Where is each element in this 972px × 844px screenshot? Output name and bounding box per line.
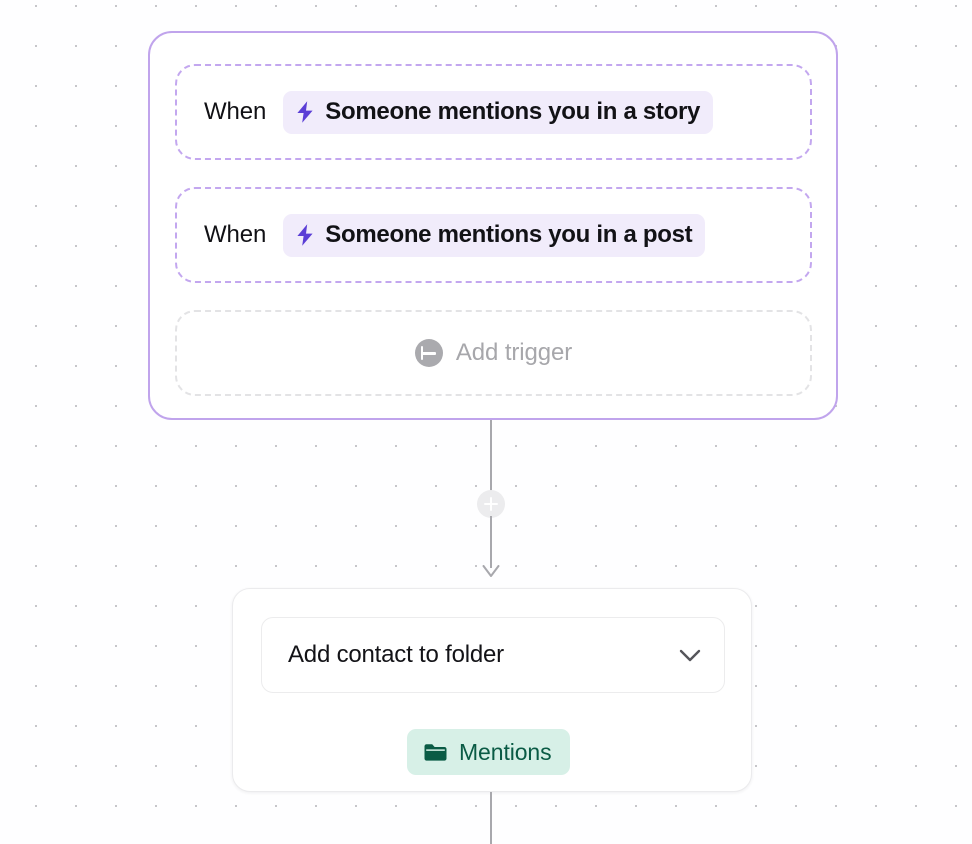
when-label: When — [204, 221, 267, 248]
connector-arrowhead-icon — [482, 565, 500, 577]
plus-circle-icon — [414, 339, 443, 367]
lightning-bolt-icon — [297, 223, 313, 246]
trigger-pill-story[interactable]: Someone mentions you in a story — [283, 90, 714, 134]
trigger-row-post[interactable]: When Someone mentions you in a post — [175, 187, 812, 283]
trigger-pill-label: Someone mentions you in a story — [325, 97, 701, 125]
chevron-down-icon[interactable] — [679, 649, 701, 662]
lightning-bolt-icon — [297, 100, 313, 123]
connector-line-bottom — [490, 792, 492, 844]
add-step-button[interactable] — [477, 490, 505, 518]
trigger-group: When Someone mentions you in a story Whe… — [148, 31, 838, 420]
action-select[interactable]: Add contact to folder — [261, 617, 725, 693]
trigger-row-story[interactable]: When Someone mentions you in a story — [175, 64, 812, 160]
folder-chip[interactable]: Mentions — [407, 729, 570, 775]
folder-chip-label: Mentions — [459, 738, 552, 765]
action-card: Add contact to folder Mentions — [232, 588, 752, 792]
when-label: When — [204, 98, 267, 125]
add-trigger-label: Add trigger — [455, 339, 573, 366]
connector-line-lower — [490, 516, 492, 568]
trigger-pill-post[interactable]: Someone mentions you in a post — [283, 213, 706, 257]
action-select-value: Add contact to folder — [288, 641, 504, 668]
trigger-pill-label: Someone mentions you in a post — [325, 220, 693, 248]
connector-line-upper — [490, 420, 492, 492]
add-trigger-button[interactable]: Add trigger — [175, 310, 812, 396]
folder-icon — [424, 743, 447, 761]
